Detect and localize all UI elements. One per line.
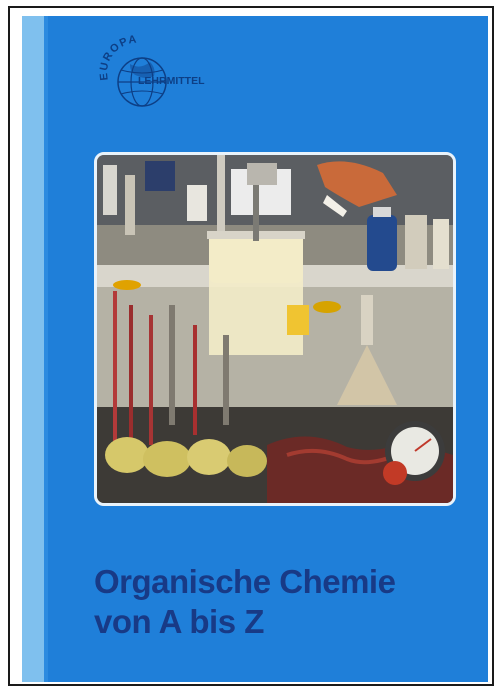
logo-text: LEHRMITTEL: [138, 75, 205, 87]
book-cover: EUROPA LEHRMITTEL: [22, 16, 488, 682]
spine-edge: [44, 16, 48, 682]
globe-logo-icon: EUROPA LEHRMITTEL: [98, 34, 205, 107]
logo-arc-text: EUROPA: [98, 34, 137, 81]
book-title: Organische Chemie von A bis Z: [94, 562, 396, 642]
laboratory-illustration: [97, 155, 453, 503]
laboratory-photo: [94, 152, 456, 506]
title-line-1: Organische Chemie: [94, 563, 396, 600]
title-line-2: von A bis Z: [94, 603, 264, 640]
svg-text:EUROPA: EUROPA: [98, 34, 139, 81]
cover-spine: [22, 16, 44, 682]
